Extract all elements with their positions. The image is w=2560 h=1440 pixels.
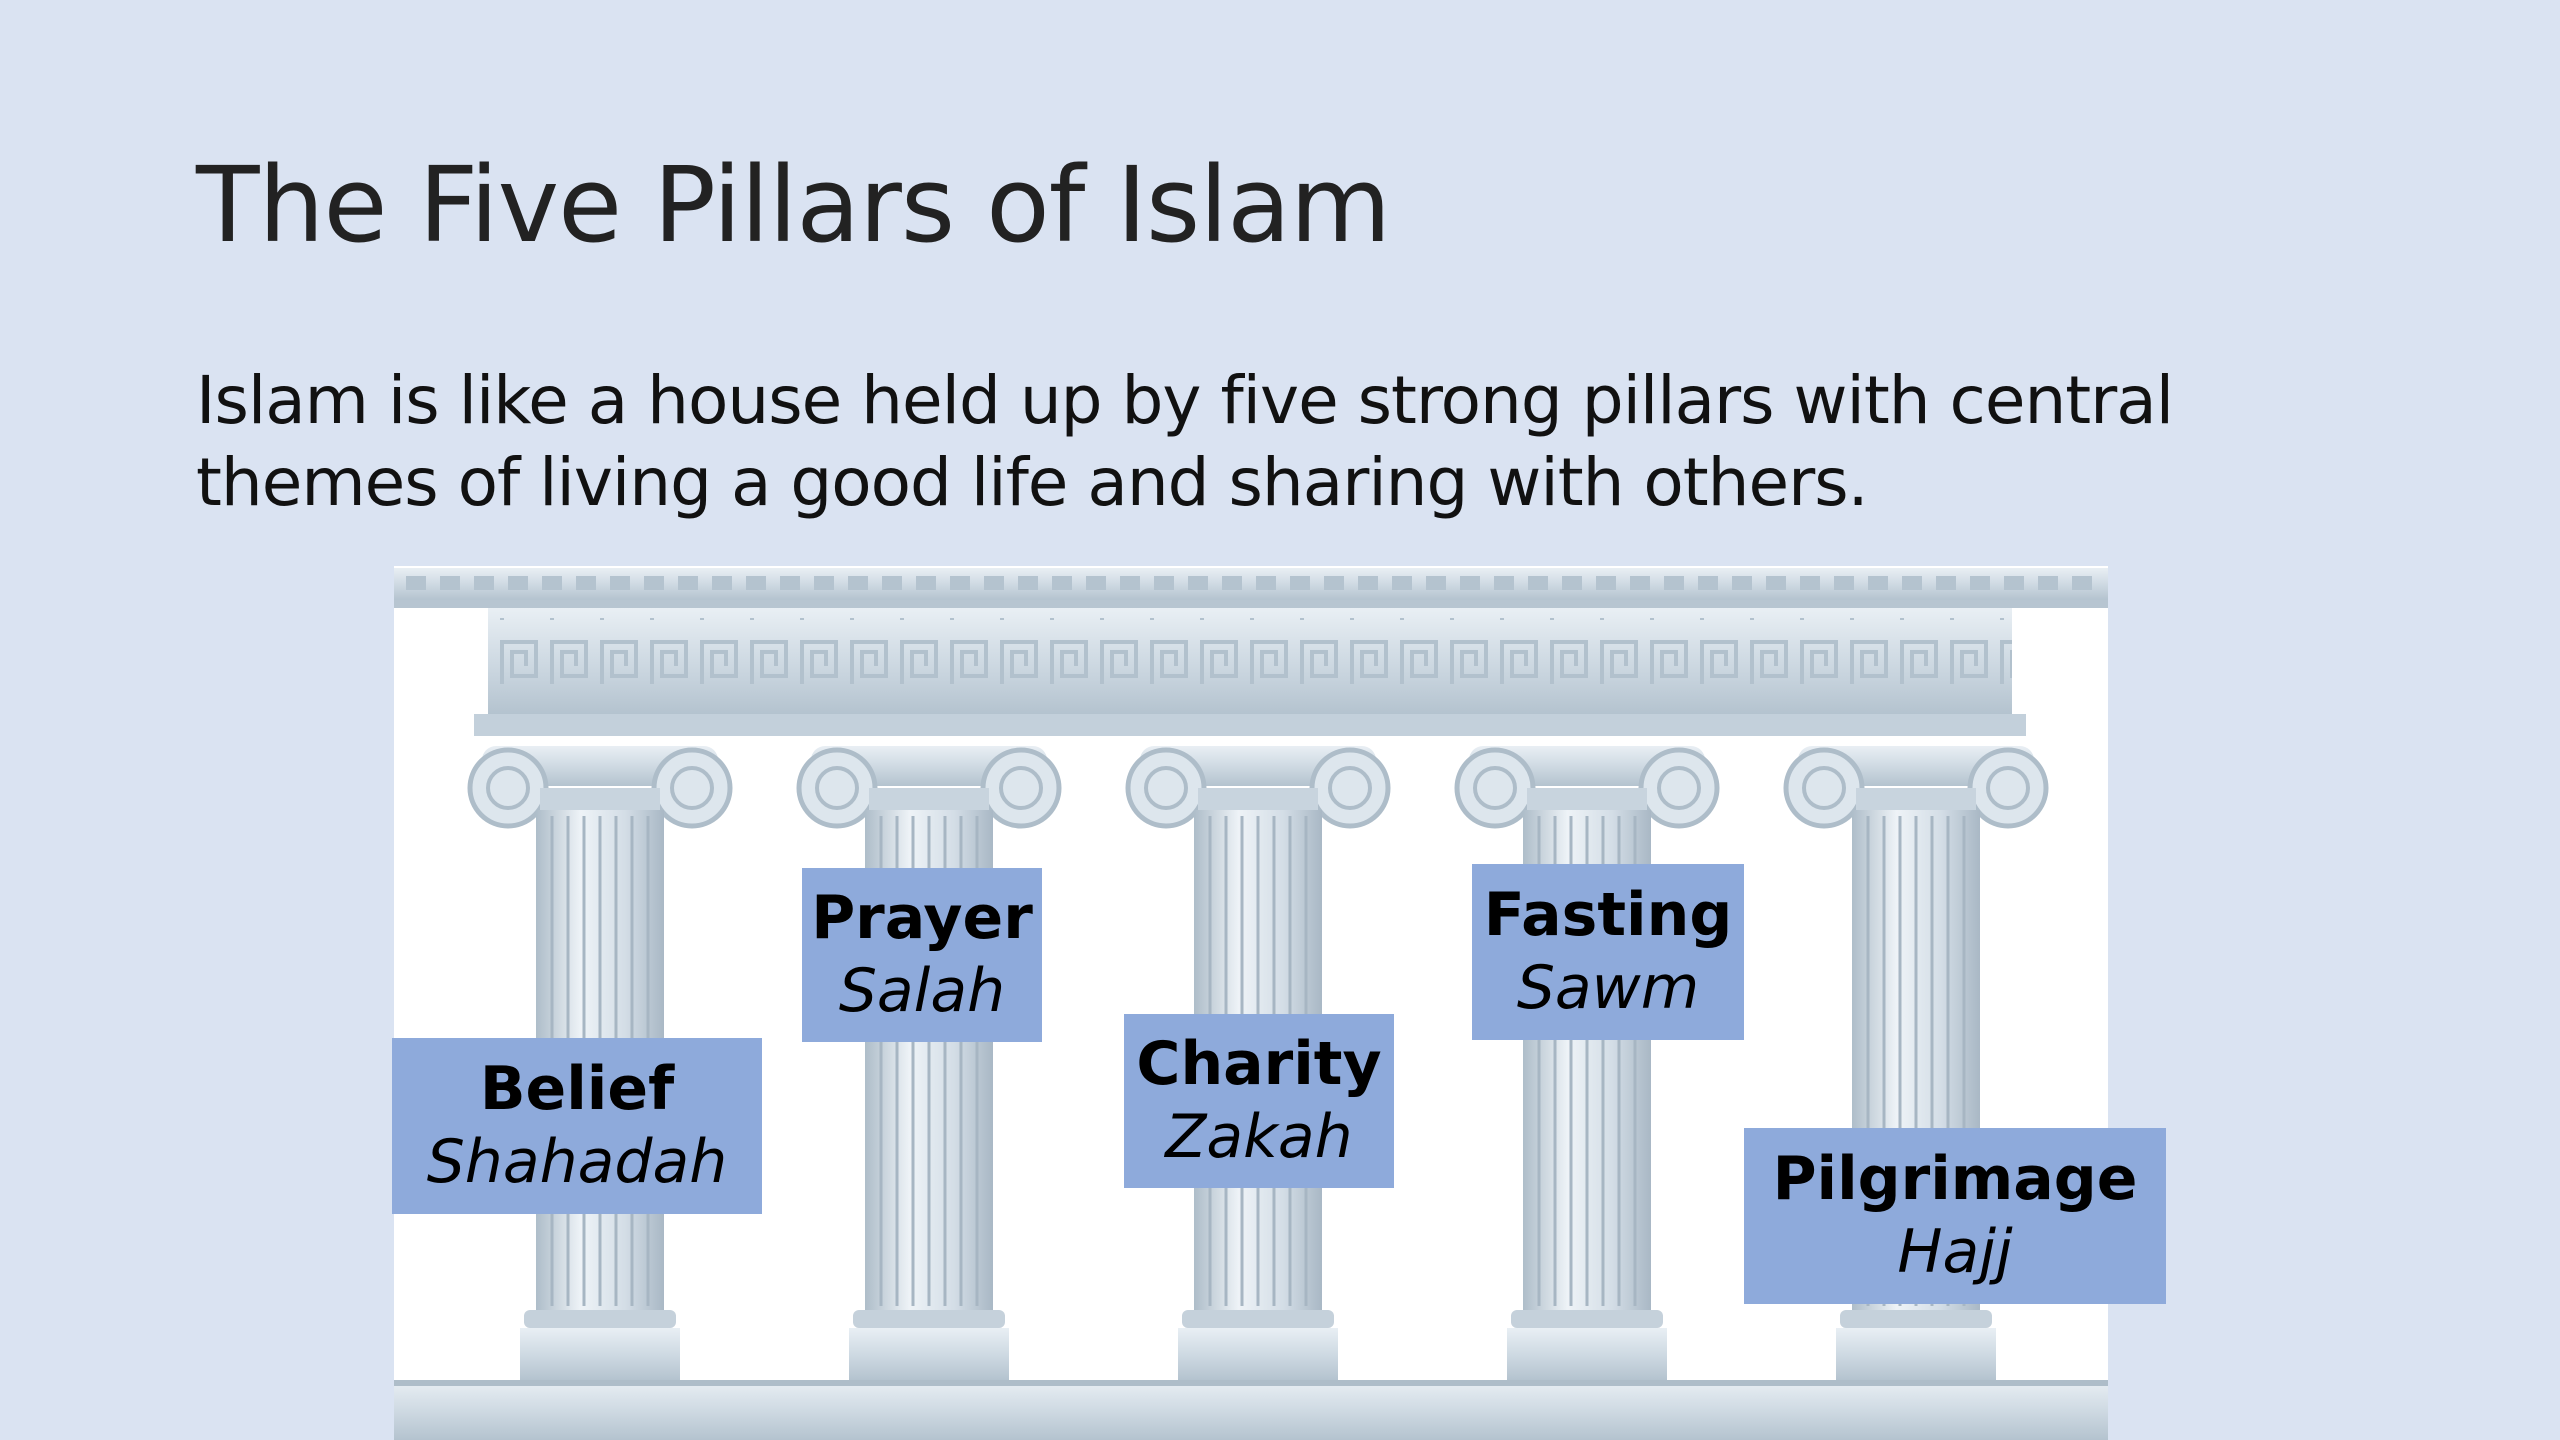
pillar-arabic-name: Shahadah bbox=[426, 1127, 728, 1197]
pillar-arabic-name: Salah bbox=[838, 956, 1006, 1026]
pillar-arabic-name: Hajj bbox=[1897, 1217, 2013, 1287]
slide-body-text: Islam is like a house held up by five st… bbox=[196, 362, 2174, 521]
pillar-english-name: Charity bbox=[1136, 1029, 1382, 1099]
pillar-arabic-name: Zakah bbox=[1165, 1102, 1353, 1172]
temple-illustration: Belief Shahadah Prayer Salah Charity Zak… bbox=[392, 566, 2166, 1440]
temple-drawing bbox=[394, 566, 2108, 1440]
pillar-arabic-name: Sawm bbox=[1516, 953, 1700, 1023]
pillar-english-name: Pilgrimage bbox=[1772, 1144, 2138, 1214]
pillar-english-name: Belief bbox=[479, 1054, 675, 1124]
slide-title: The Five Pillars of Islam bbox=[196, 144, 1391, 266]
pillar-english-name: Fasting bbox=[1483, 880, 1733, 950]
pillar-label-prayer: Prayer Salah bbox=[802, 868, 1042, 1042]
pillar-label-fasting: Fasting Sawm bbox=[1472, 864, 1744, 1040]
pillar-label-pilgrimage: Pilgrimage Hajj bbox=[1744, 1128, 2166, 1304]
pillar-label-belief: Belief Shahadah bbox=[392, 1038, 762, 1214]
pillar-english-name: Prayer bbox=[811, 883, 1033, 953]
pillar-label-charity: Charity Zakah bbox=[1124, 1014, 1394, 1188]
